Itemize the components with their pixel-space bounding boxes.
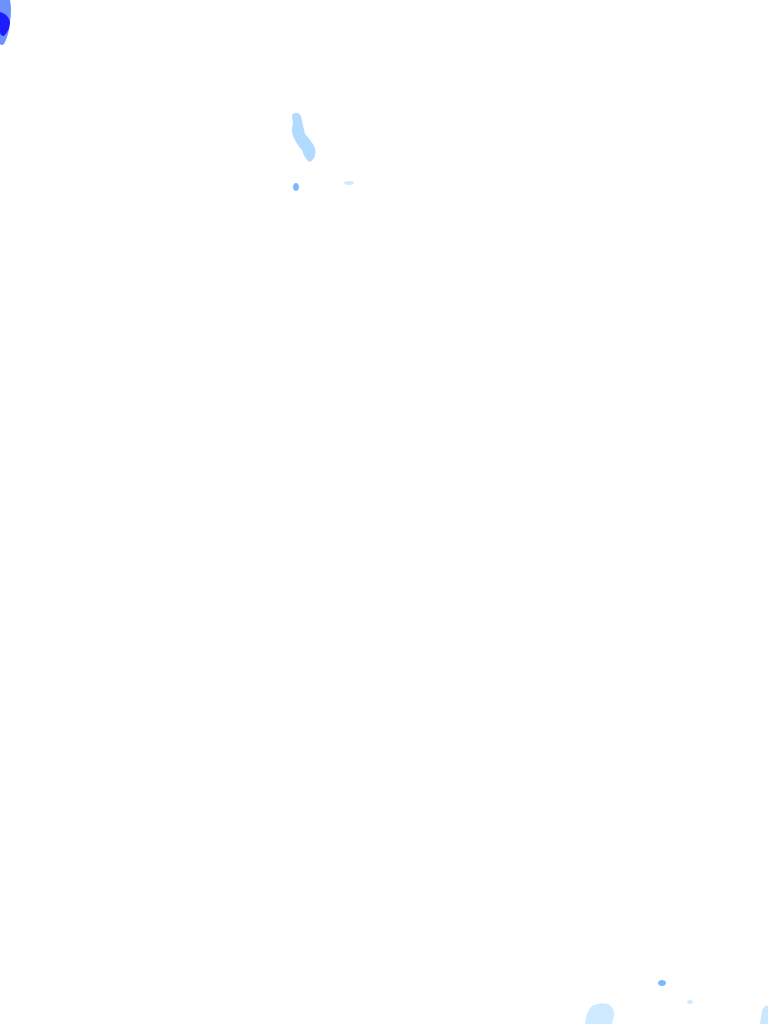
precip-cell-central bbox=[291, 112, 354, 191]
precip-cell-top-left bbox=[0, 0, 11, 45]
precip-echo-fleck bbox=[293, 183, 299, 191]
precip-echo-band bbox=[291, 112, 316, 162]
precip-echo-cluster bbox=[585, 1003, 615, 1024]
precip-echo-fleck bbox=[687, 1000, 693, 1004]
precip-echo-core bbox=[0, 12, 10, 36]
precip-echo-fleck bbox=[344, 181, 354, 185]
precip-echo-edge bbox=[760, 1005, 768, 1024]
precip-echo-dot bbox=[658, 980, 666, 986]
precip-cell-bottom-right bbox=[585, 980, 768, 1024]
